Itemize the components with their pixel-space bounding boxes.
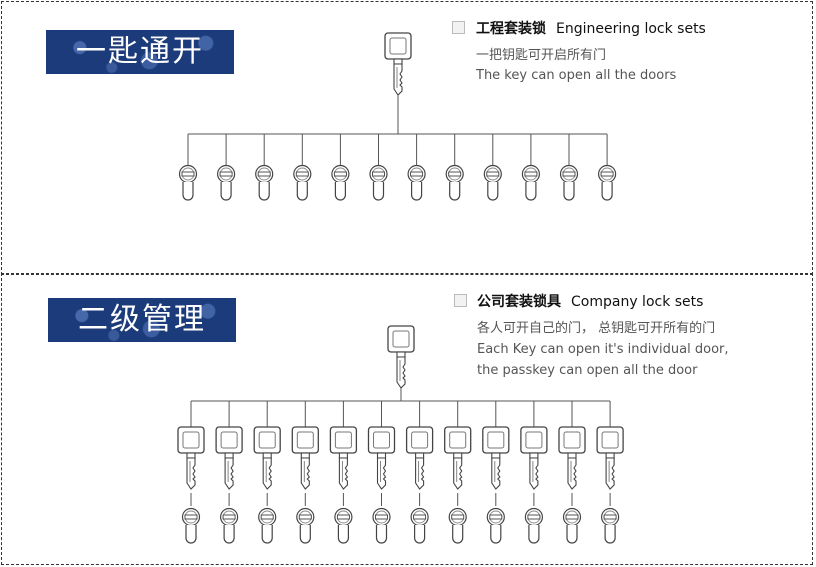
lock-cylinder-icon bbox=[562, 507, 582, 544]
banner-one-key-opens-all: 一匙通开 bbox=[46, 30, 234, 74]
lock-cylinder-icon bbox=[258, 507, 277, 544]
master-key-icon bbox=[384, 32, 412, 96]
lock-cylinder-icon bbox=[220, 507, 239, 544]
lock-cylinder-icon bbox=[483, 164, 502, 201]
lock-cylinder-icon bbox=[486, 507, 505, 544]
desc-cn: 各人可开自己的门， 总钥匙可开所有的门 bbox=[477, 321, 716, 336]
lock-cylinder-icon bbox=[445, 164, 464, 201]
individual-key-icon bbox=[405, 426, 434, 490]
lock-cylinder-icon bbox=[559, 164, 579, 201]
individual-key-icon bbox=[520, 426, 548, 490]
lock-cylinder-icon bbox=[178, 164, 198, 201]
individual-key-icon bbox=[291, 426, 319, 490]
section-title: 公司套装锁具 Company lock sets bbox=[477, 291, 703, 311]
individual-key-icon bbox=[596, 426, 624, 490]
lock-cylinder-icon bbox=[407, 164, 426, 201]
lock-cylinder-icon bbox=[448, 507, 467, 544]
individual-key-icon bbox=[558, 426, 586, 490]
individual-key-icon bbox=[444, 426, 472, 490]
lock-cylinder-icon bbox=[217, 164, 236, 201]
checkbox-icon bbox=[454, 294, 467, 307]
master-key-icon bbox=[387, 325, 415, 389]
title-cn: 公司套装锁具 bbox=[477, 294, 561, 310]
title-en: Engineering lock sets bbox=[556, 21, 706, 37]
section-title: 工程套装锁 Engineering lock sets bbox=[476, 18, 706, 38]
lock-cylinder-icon bbox=[331, 164, 350, 201]
lock-cylinder-icon bbox=[524, 507, 544, 544]
lock-cylinder-icon bbox=[372, 507, 391, 544]
individual-key-icon bbox=[215, 426, 243, 490]
desc-en-1: Each Key can open it's individual door, bbox=[477, 342, 729, 357]
individual-key-icon bbox=[367, 426, 396, 490]
desc-en-2: the passkey can open all the door bbox=[477, 363, 698, 378]
lock-cylinder-icon bbox=[600, 507, 620, 544]
lock-cylinder-icon bbox=[597, 164, 617, 201]
title-en: Company lock sets bbox=[571, 294, 704, 310]
lock-cylinder-icon bbox=[255, 164, 274, 201]
title-cn: 工程套装锁 bbox=[476, 21, 546, 37]
section-description: 各人可开自己的门， 总钥匙可开所有的门 Each Key can open it… bbox=[477, 318, 729, 381]
lock-cylinder-icon bbox=[521, 164, 541, 201]
engineering-lock-section bbox=[1, 1, 813, 275]
individual-key-icon bbox=[329, 426, 358, 490]
individual-key-icon bbox=[253, 426, 281, 490]
individual-key-icon bbox=[482, 426, 510, 490]
banner-two-level-management: 二级管理 bbox=[48, 298, 236, 342]
lock-cylinder-icon bbox=[181, 507, 201, 544]
lock-cylinder-icon bbox=[293, 164, 312, 201]
lock-cylinder-icon bbox=[410, 507, 429, 544]
lock-cylinder-icon bbox=[369, 164, 388, 201]
lock-cylinder-icon bbox=[334, 507, 353, 544]
lock-cylinder-icon bbox=[296, 507, 315, 544]
section-description: 一把钥匙可开启所有门 The key can open all the door… bbox=[476, 46, 676, 86]
company-lock-section bbox=[1, 273, 813, 565]
desc-en: The key can open all the doors bbox=[476, 68, 677, 83]
individual-key-icon bbox=[177, 426, 205, 490]
checkbox-icon bbox=[452, 21, 465, 34]
desc-cn: 一把钥匙可开启所有门 bbox=[476, 48, 607, 63]
